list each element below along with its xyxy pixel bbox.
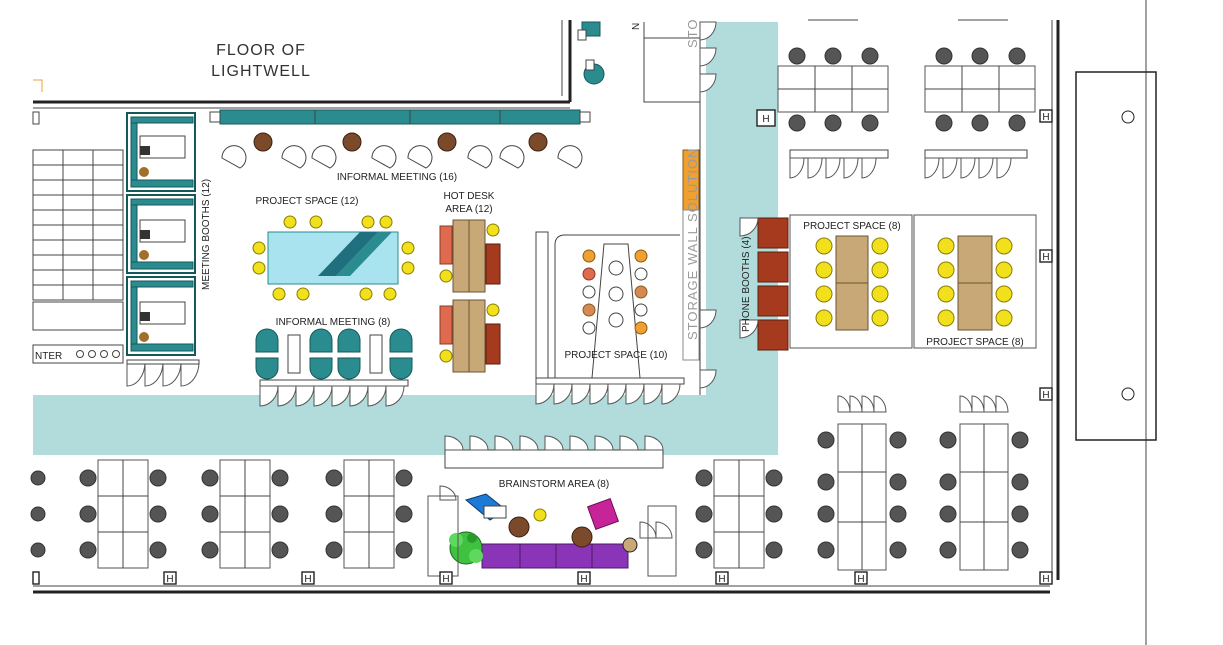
column-marker-icon: H	[1042, 252, 1049, 263]
meeting-booths-label: MEETING BOOTHS (12)	[201, 179, 212, 290]
column-marker-icon: H	[1042, 112, 1049, 123]
brainstorm-area	[427, 485, 677, 577]
top-center-lounge	[577, 21, 605, 85]
storage-wall-label: STORAGE WALL SOLUTION	[685, 148, 700, 340]
column-marker-icon: H	[762, 114, 769, 125]
project-space-10-label: PROJECT SPACE (10)	[565, 350, 668, 361]
column-marker-icon: H	[1042, 390, 1049, 401]
hot-desk-area	[439, 219, 501, 373]
plant-icon	[449, 531, 483, 565]
lower-corridor-doors	[444, 435, 664, 469]
project-space-8-right	[913, 214, 1037, 349]
building-walls	[33, 0, 1157, 645]
column-marker-icon: H	[580, 574, 587, 585]
informal-meeting-8	[255, 328, 413, 380]
workstations-top-right	[777, 19, 1036, 179]
brainstorm-area-label: BRAINSTORM AREA (8)	[499, 479, 609, 490]
project-space-8-top-label: PROJECT SPACE (8)	[803, 221, 900, 232]
meeting-booths	[126, 112, 196, 356]
column-marker-icon: H	[166, 574, 173, 585]
hot-desk-label-line1: HOT DESK	[444, 191, 495, 202]
n-fragment-label: N	[631, 23, 642, 30]
column-marker-icon: H	[857, 574, 864, 585]
enter-label-fragment: NTER	[35, 351, 62, 362]
column-markers: H H H H H H H H H H H	[32, 109, 1053, 585]
phone-booths-label: PHONE BOOTHS (4)	[741, 236, 752, 332]
informal-meeting-16	[221, 132, 583, 169]
project-space-12-label: PROJECT SPACE (12)	[256, 196, 359, 207]
workstations-lower-right	[817, 395, 1029, 571]
lower-left-doors	[259, 379, 409, 407]
informal-meeting-16-label: INFORMAL MEETING (16)	[337, 172, 457, 183]
column-marker-icon: H	[718, 574, 725, 585]
left-stair-area	[32, 111, 124, 364]
phone-booths	[739, 217, 789, 351]
project-space-10	[535, 231, 685, 405]
project-space-8-left	[789, 214, 913, 349]
lightwell-label-line1: FLOOR OF	[216, 42, 306, 59]
booth-doors	[126, 359, 200, 387]
project-space-8-bottom-label: PROJECT SPACE (8)	[926, 337, 1023, 348]
hot-desk-label-line2: AREA (12)	[445, 204, 492, 215]
lightwell-label-line2: LIGHTWELL	[211, 63, 311, 80]
column-marker-icon: H	[304, 574, 311, 585]
storage-wall	[682, 21, 717, 389]
storage-fragment-label: STO	[685, 19, 700, 49]
project-space-12	[252, 215, 415, 301]
lightwell-marker	[33, 79, 43, 92]
column-marker-icon: H	[442, 574, 449, 585]
workstations-lower	[30, 459, 783, 569]
column-marker-icon: H	[1042, 574, 1049, 585]
informal-meeting-8-label: INFORMAL MEETING (8)	[276, 317, 391, 328]
top-bench-strip	[209, 109, 591, 125]
